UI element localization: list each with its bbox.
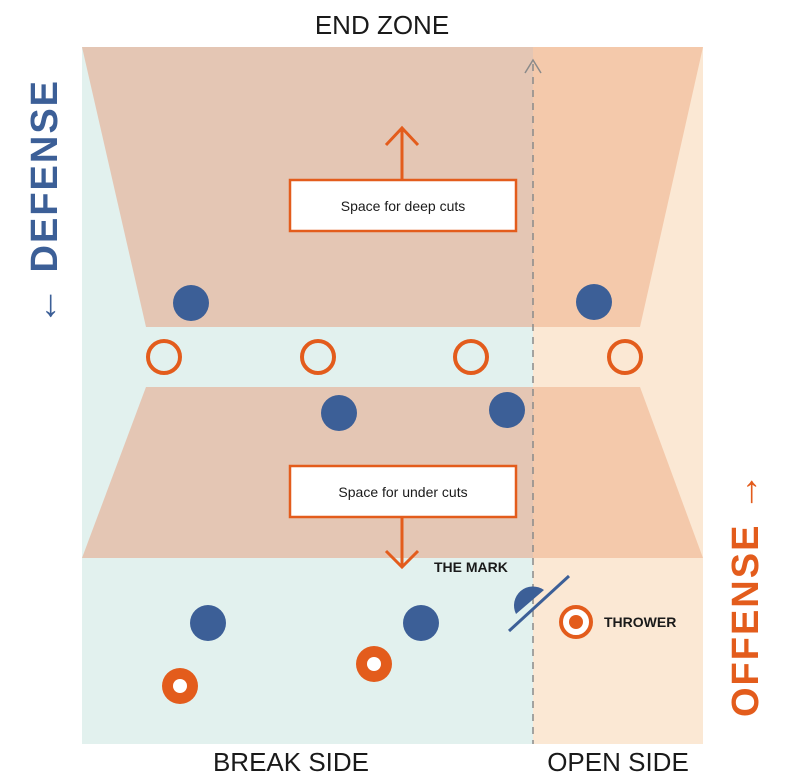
handler-marker-center	[367, 657, 381, 671]
offense-ring	[146, 339, 182, 375]
under-cuts-label: Space for under cuts	[338, 484, 467, 500]
defender-dot	[576, 284, 612, 320]
defenders	[173, 284, 612, 641]
divider-arrowhead	[524, 58, 542, 74]
thrower-label: THROWER	[604, 614, 676, 630]
offense-ring	[607, 339, 643, 375]
the-mark: THE MARK	[434, 559, 571, 633]
under-cuts-callout: Space for under cuts	[288, 464, 518, 570]
defender-dot	[489, 392, 525, 428]
defense-label: ← DEFENSE	[24, 79, 66, 325]
under-cuts-box	[288, 464, 518, 519]
the-mark-label: THE MARK	[434, 559, 508, 575]
offense-stack	[146, 339, 643, 375]
deep-cuts-arrowhead	[384, 125, 420, 147]
defender-dot	[321, 395, 357, 431]
thrower: THROWER	[559, 605, 676, 639]
defender-dot	[403, 605, 439, 641]
break-side-handlers	[162, 646, 392, 704]
deep-cuts-callout: Space for deep cuts	[288, 125, 518, 233]
end-zone-label: END ZONE	[315, 10, 449, 40]
deep-cuts-box	[288, 178, 518, 233]
mark-half-dot	[513, 586, 544, 614]
offense-ring	[300, 339, 336, 375]
handler-marker-center	[173, 679, 187, 693]
mark-line	[507, 574, 571, 633]
open-side-label: OPEN SIDE	[547, 747, 689, 774]
defender-dot	[190, 605, 226, 641]
thrower-dot	[569, 615, 583, 629]
offense-label: OFFENSE →	[725, 471, 767, 717]
deep-cuts-label: Space for deep cuts	[341, 198, 466, 214]
offense-ring	[453, 339, 489, 375]
break-side-label: BREAK SIDE	[213, 747, 369, 774]
defender-dot	[173, 285, 209, 321]
under-cuts-arrowhead	[384, 549, 420, 570]
